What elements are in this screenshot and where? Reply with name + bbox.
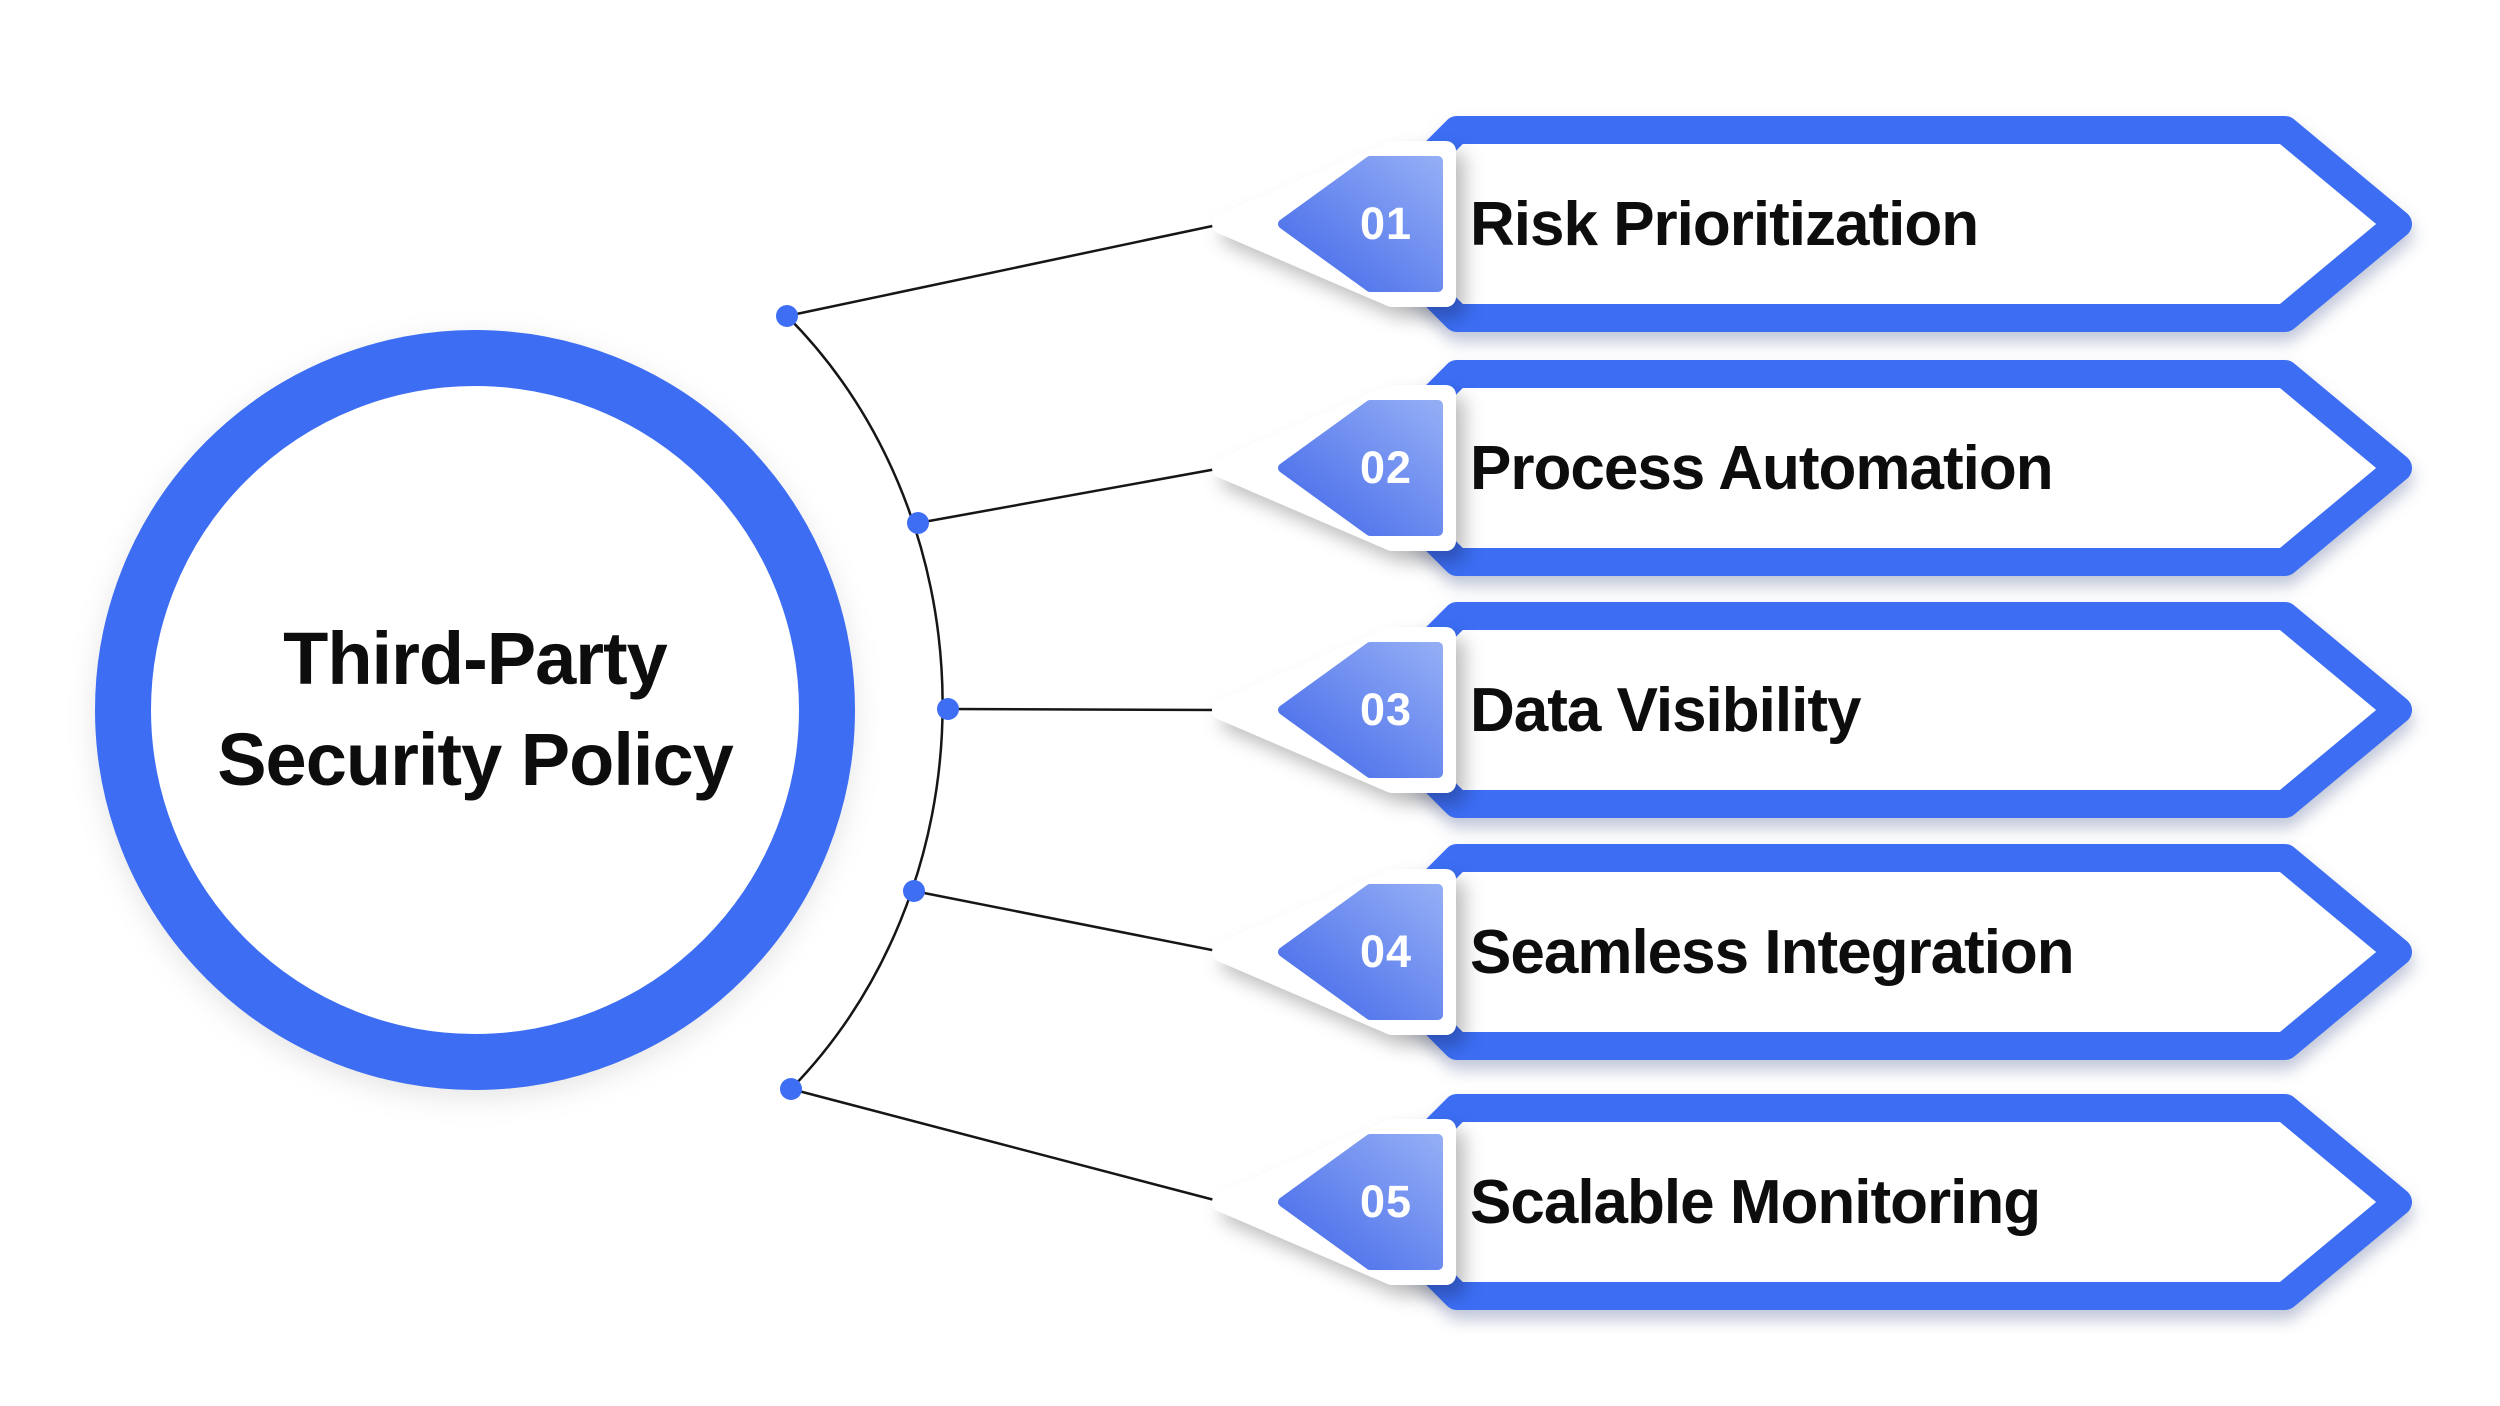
connector-line-5	[790, 1087, 1223, 1204]
banner-item-5: 05 Scalable Monitoring	[1210, 1086, 2450, 1318]
connector-line-2	[917, 466, 1223, 525]
item-label: Process Automation	[1470, 433, 2054, 503]
connector-dot-4	[903, 880, 925, 902]
banner-shape-2	[1212, 360, 2412, 576]
badge-arrow	[1278, 1134, 1443, 1270]
item-number: 01	[1359, 198, 1413, 249]
badge-arrow	[1278, 400, 1443, 536]
banner-shape-1	[1212, 116, 2412, 332]
badge-arrow	[1278, 884, 1443, 1020]
hub-title: Third-Party Security Policy	[217, 609, 734, 810]
item-label: Scalable Monitoring	[1470, 1167, 2041, 1237]
badge-arrow	[1278, 156, 1443, 292]
banner-item-1: 01 Risk Prioritization	[1210, 108, 2450, 340]
item-number: 04	[1359, 926, 1413, 977]
item-label: Seamless Integration	[1470, 917, 2075, 987]
hub-title-line1: Third-Party	[283, 617, 668, 701]
badge-arrow	[1278, 642, 1443, 778]
connector-dot-3	[937, 698, 959, 720]
hub-title-line2: Security Policy	[217, 718, 734, 801]
item-label: Data Visibility	[1470, 675, 1861, 745]
item-label: Risk Prioritization	[1470, 189, 1979, 259]
connector-dot-5	[780, 1078, 802, 1100]
banner-item-2: 02 Process Automation	[1210, 352, 2450, 584]
connector-dot-2	[907, 512, 929, 534]
item-number: 05	[1359, 1176, 1413, 1227]
connector-line-4	[913, 889, 1223, 954]
banner-shape-4	[1212, 844, 2412, 1060]
item-number: 02	[1359, 442, 1413, 493]
banner-shape-5	[1212, 1094, 2412, 1310]
banner-item-4: 04 Seamless Integration	[1210, 836, 2450, 1068]
connector-dot-1	[776, 305, 798, 327]
banner-shape-3	[1212, 602, 2412, 818]
hub-circle: Third-Party Security Policy	[95, 330, 855, 1090]
connector-line-1	[786, 222, 1223, 318]
banner-item-3: 03 Data Visibility	[1210, 594, 2450, 826]
connector-line-3	[947, 707, 1223, 712]
item-number: 03	[1359, 684, 1413, 735]
